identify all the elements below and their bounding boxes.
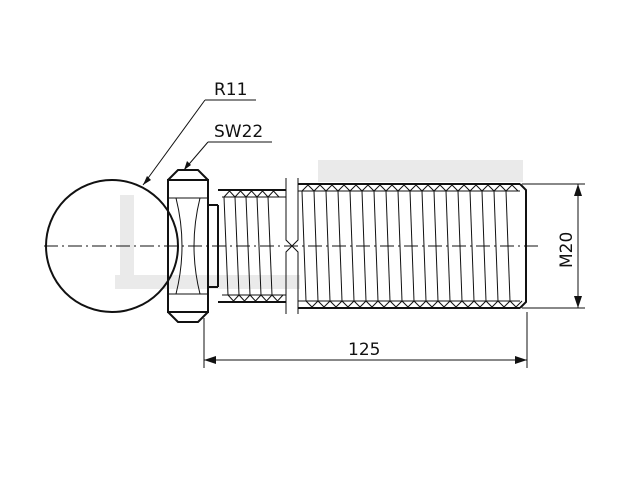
- thread-tooth-top: [267, 190, 280, 198]
- thread-tooth-bottom: [389, 300, 403, 308]
- length-dimension: 125: [203, 312, 528, 368]
- thread-tooth-bottom: [341, 300, 355, 308]
- thread-tooth-bottom: [271, 294, 284, 302]
- thread-tooth-top: [505, 184, 519, 192]
- thread-tooth-top: [385, 184, 399, 192]
- thread-tooth-top: [397, 184, 411, 192]
- thread-segment-left: [218, 189, 286, 303]
- thread-tooth-bottom: [401, 300, 415, 308]
- thread-tooth-top: [223, 190, 236, 198]
- thread-tooth-top: [361, 184, 375, 192]
- thread-tooth-bottom: [413, 300, 427, 308]
- thread-tooth-bottom: [365, 300, 379, 308]
- thread-tooth-bottom: [249, 294, 262, 302]
- thread-crest-line: [256, 196, 262, 296]
- thread-dimension: M20: [522, 183, 585, 309]
- thread-tooth-top: [457, 184, 471, 192]
- thread-tooth-top: [337, 184, 351, 192]
- thread-tooth-bottom: [353, 300, 367, 308]
- thread-tooth-top: [245, 190, 258, 198]
- thread-tooth-bottom: [509, 300, 523, 308]
- thread-tooth-bottom: [485, 300, 499, 308]
- radius-callout: R11: [142, 80, 256, 186]
- thread-tooth-bottom: [305, 300, 319, 308]
- hex-size-callout: SW22: [183, 122, 272, 171]
- thread-tooth-top: [421, 184, 435, 192]
- thread-tooth-bottom: [425, 300, 439, 308]
- thread-tooth-top: [481, 184, 495, 192]
- thread-tooth-top: [349, 184, 363, 192]
- thread-tooth-bottom: [260, 294, 273, 302]
- thread-tooth-top: [469, 184, 483, 192]
- thread-tooth-top: [234, 190, 247, 198]
- thread-tooth-bottom: [437, 300, 451, 308]
- thread-tooth-top: [301, 184, 315, 192]
- thread-tooth-bottom: [449, 300, 463, 308]
- thread-tooth-bottom: [461, 300, 475, 308]
- thread-crests: [223, 184, 523, 308]
- thread-tooth-top: [256, 190, 269, 198]
- thread-tooth-bottom: [473, 300, 487, 308]
- thread-tooth-bottom: [329, 300, 343, 308]
- thread-tooth-bottom: [238, 294, 251, 302]
- length-label: 125: [348, 340, 380, 360]
- thread-tooth-bottom: [317, 300, 331, 308]
- thread-tooth-top: [313, 184, 327, 192]
- thread-tooth-top: [373, 184, 387, 192]
- thread-tooth-top: [433, 184, 447, 192]
- hex-size-label: SW22: [214, 122, 263, 142]
- thread-label: M20: [557, 232, 577, 268]
- thread-tooth-top: [445, 184, 459, 192]
- thread-tooth-bottom: [377, 300, 391, 308]
- thread-tooth-top: [409, 184, 423, 192]
- thread-tooth-top: [493, 184, 507, 192]
- thread-tooth-top: [325, 184, 339, 192]
- thread-tooth-bottom: [227, 294, 240, 302]
- thread-tooth-bottom: [497, 300, 511, 308]
- radius-label: R11: [214, 80, 247, 100]
